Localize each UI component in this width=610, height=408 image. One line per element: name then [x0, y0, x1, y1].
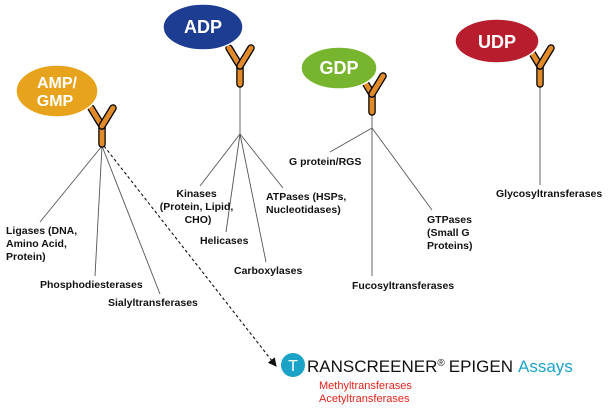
transcreener-t-icon: [281, 353, 305, 377]
phosphodiesterases-label: Phosphodiesterases: [40, 279, 143, 291]
amp-gmp-node: AMP/ GMP: [15, 64, 99, 118]
carboxylases-label: Carboxylases: [234, 265, 302, 277]
gmp-label: GMP: [37, 93, 74, 110]
adp-label: ADP: [184, 17, 222, 37]
adp-node: ADP: [162, 3, 244, 51]
connector-lines: [39, 84, 541, 295]
kinases-label: Kinases (Protein, Lipid, CHO): [160, 188, 236, 226]
glycosyltransferases-label: Glycosyltransferases: [496, 188, 602, 200]
adp-antibody-icon: [229, 48, 251, 84]
ligases-label: Ligases (DNA, Amino Acid, Protein): [6, 225, 80, 263]
atpases-label: ATPases (HSPs, Nucleotidases): [266, 191, 349, 216]
methyltransferases-label: Methyltransferases: [319, 380, 412, 392]
amp-label: AMP/: [37, 75, 78, 92]
udp-node: UDP: [454, 18, 540, 64]
fucosyltransferases-label: Fucosyltransferases: [352, 280, 454, 292]
logo-letter: T: [288, 358, 298, 375]
helicases-label: Helicases: [200, 235, 249, 247]
gtpases-label: GTPases (Small G Proteins): [427, 214, 475, 252]
gdp-node: GDP: [300, 46, 378, 90]
sialyltransferases-label: Sialyltransferases: [108, 297, 198, 309]
acetyltransferases-label: Acetyltransferases: [319, 393, 410, 405]
dashed-arrow: [103, 145, 277, 367]
gdp-label: GDP: [319, 58, 358, 78]
amp-antibody-icon: [91, 108, 113, 144]
g-protein-rgs-label: G protein/RGS: [289, 156, 361, 168]
udp-label: UDP: [478, 32, 516, 52]
